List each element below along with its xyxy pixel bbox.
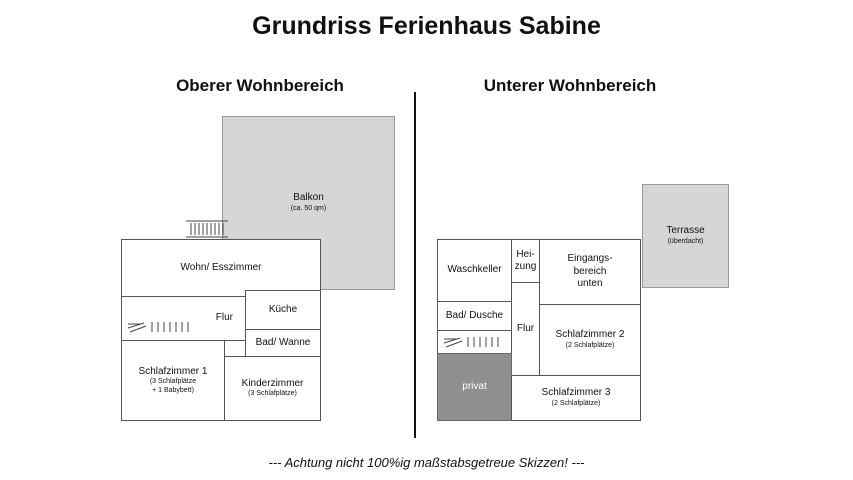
room-bad-wanne-label: Bad/ Wanne: [255, 336, 311, 348]
page-title: Grundriss Ferienhaus Sabine: [252, 12, 601, 40]
room-balkon-label: Balkon: [293, 192, 324, 204]
room-flur-lower: Flur: [511, 282, 540, 376]
section-divider: [414, 92, 416, 438]
room-terrasse-label: Terrasse: [666, 225, 705, 237]
lower-section-heading: Unterer Wohnbereich: [483, 76, 657, 95]
upper-section-heading: Oberer Wohnbereich: [176, 76, 344, 95]
room-schlafzimmer-3-beds: (2 Schlafplätze): [551, 399, 601, 407]
room-schlafzimmer-1-beds: (3 Schlafplätze: [149, 378, 197, 385]
room-schlafzimmer-1: Schlafzimmer 1 (3 Schlafplätze + 1 Babyb…: [121, 340, 225, 421]
room-terrasse-note: (überdacht): [667, 237, 704, 245]
scale-disclaimer: --- Achtung nicht 100%ig maßstabsgetreue…: [268, 455, 585, 470]
room-kinderzimmer-beds: (3 Schlafplätze): [248, 390, 297, 398]
room-flur-upper: Flur: [121, 296, 246, 341]
room-flur-lower-label: Flur: [516, 322, 535, 334]
room-bad-dusche: Bad/ Dusche: [437, 301, 512, 331]
room-schlafzimmer-2-label: Schlafzimmer 2: [555, 329, 625, 341]
room-waschkeller: Waschkeller: [437, 239, 512, 302]
room-heizung-line1: Hei-: [516, 248, 535, 260]
room-privat: privat: [437, 353, 512, 421]
room-privat-label: privat: [462, 380, 487, 392]
room-schlafzimmer-2: Schlafzimmer 2 (2 Schlafplätze): [539, 304, 641, 376]
room-schlafzimmer-3: Schlafzimmer 3 (2 Schlafplätze): [511, 375, 641, 421]
room-eingangsbereich-line2: bereich: [573, 265, 607, 277]
room-balkon-size: (ca. 50 qm): [290, 204, 327, 212]
room-eingangsbereich-line3: unten: [577, 278, 603, 290]
room-eingangsbereich: Eingangs- bereich unten: [539, 239, 641, 305]
room-schlafzimmer-2-beds: (2 Schlafplätze): [565, 341, 615, 349]
room-wohn-esszimmer-label: Wohn/ Esszimmer: [180, 261, 262, 273]
room-kinderzimmer-label: Kinderzimmer: [241, 377, 304, 389]
room-eingangsbereich-line1: Eingangs-: [567, 253, 613, 265]
room-schlafzimmer-1-extra: + 1 Babybett): [152, 386, 194, 394]
indoor-stairs-lower-icon: [442, 335, 506, 349]
room-waschkeller-label: Waschkeller: [447, 264, 502, 276]
room-heizung-line2: zung: [514, 261, 537, 272]
room-schlafzimmer-3-label: Schlafzimmer 3: [541, 387, 611, 399]
indoor-stairs-upper-icon: [126, 320, 192, 334]
room-terrasse: Terrasse (überdacht): [642, 184, 729, 288]
room-kueche-label: Küche: [268, 303, 298, 315]
room-schlafzimmer-1-label: Schlafzimmer 1: [138, 365, 208, 377]
room-flur-upper-label: Flur: [215, 312, 233, 324]
outdoor-stairs-icon: [186, 220, 228, 238]
room-kueche: Küche: [245, 290, 321, 330]
room-kinderzimmer: Kinderzimmer (3 Schlafplätze): [224, 356, 321, 421]
room-heizung: Hei- zung: [511, 239, 540, 283]
room-bad-dusche-label: Bad/ Dusche: [445, 309, 504, 321]
room-wohn-esszimmer: Wohn/ Esszimmer: [121, 239, 321, 297]
room-bad-wanne: Bad/ Wanne: [245, 329, 321, 357]
